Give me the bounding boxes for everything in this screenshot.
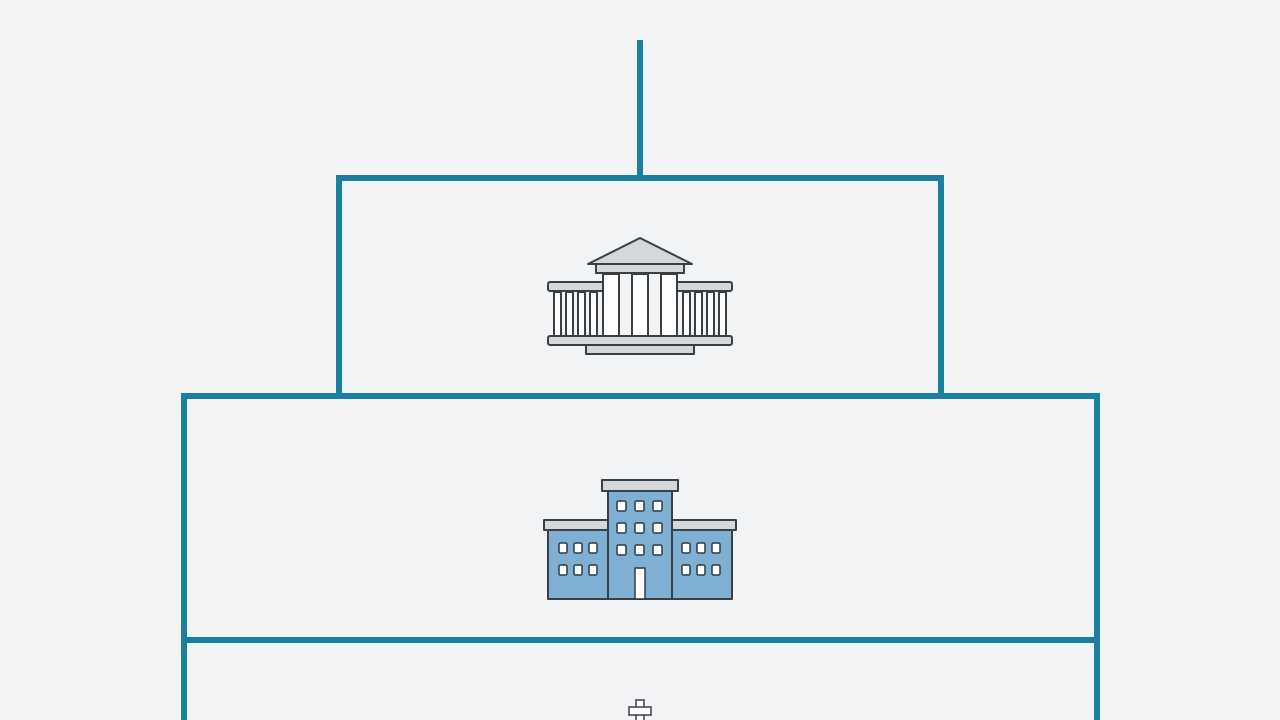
tier-3-box	[181, 637, 1100, 720]
office-building-icon	[543, 479, 737, 600]
hospital-cross-icon	[628, 699, 652, 720]
government-building-icon	[547, 237, 733, 355]
